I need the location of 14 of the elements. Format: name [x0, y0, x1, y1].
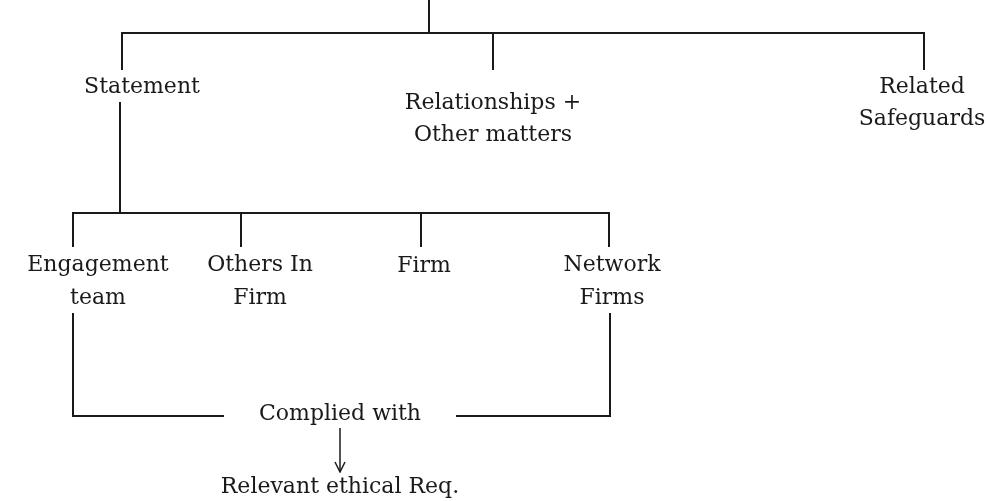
connector-line [119, 101, 610, 248]
category-label: Related Safeguards [842, 70, 1002, 134]
arrow [334, 427, 346, 473]
connector-line [72, 312, 225, 417]
category-label: Network Firms [542, 247, 682, 313]
category-label: Relevant ethical Req. [170, 472, 510, 500]
category-label: Engagement team [7, 247, 189, 313]
category-label: Complied with [224, 398, 456, 428]
connector-line [455, 312, 611, 417]
category-label: Others In Firm [190, 247, 330, 313]
category-label: Statement [62, 70, 222, 102]
category-label: Relationships + Other matters [393, 70, 593, 166]
category-label: Firm [384, 247, 464, 281]
connector-line [428, 0, 925, 71]
